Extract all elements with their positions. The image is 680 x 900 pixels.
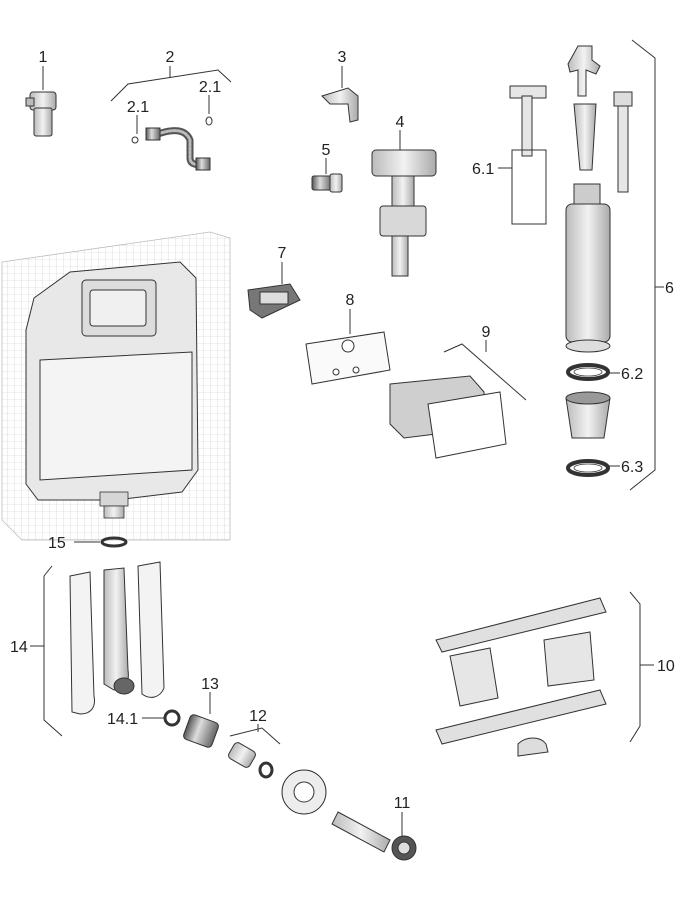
label-8: 8 bbox=[346, 292, 355, 309]
label-2: 2 bbox=[166, 49, 175, 66]
part-14-1-seal-ring bbox=[142, 709, 181, 727]
part-1-valve-connector bbox=[25, 66, 57, 137]
part-6-1-lever-frame bbox=[498, 85, 547, 225]
cistern-assembly bbox=[1, 231, 231, 541]
part-13-sleeve bbox=[183, 692, 219, 748]
label-6-3: 6.3 bbox=[621, 459, 643, 476]
part-8-mounting-plate bbox=[305, 309, 391, 385]
label-7: 7 bbox=[278, 245, 287, 262]
label-3: 3 bbox=[338, 49, 347, 66]
part-4-fill-valve bbox=[371, 130, 437, 277]
label-14-1: 14.1 bbox=[107, 711, 138, 728]
part-15-seal bbox=[74, 536, 128, 548]
part-11-nut bbox=[391, 812, 417, 861]
label-11: 11 bbox=[394, 795, 411, 812]
part-7-bracket bbox=[247, 262, 301, 319]
part-9-inspection-box bbox=[389, 340, 527, 459]
part-10-mounting-rails bbox=[435, 591, 654, 757]
label-6-2: 6.2 bbox=[621, 366, 643, 383]
label-9: 9 bbox=[482, 324, 491, 341]
part-3-fixing-clip bbox=[321, 66, 359, 123]
label-10: 10 bbox=[657, 658, 675, 675]
part-2-flexible-hose bbox=[110, 66, 232, 171]
part-6-flush-valve bbox=[565, 39, 664, 491]
label-6-1: 6.1 bbox=[472, 161, 494, 178]
label-1: 1 bbox=[39, 49, 48, 66]
label-6: 6 bbox=[665, 280, 674, 297]
part-12-pipe-connector bbox=[228, 724, 391, 853]
label-2-1-right: 2.1 bbox=[199, 79, 221, 96]
label-15: 15 bbox=[48, 535, 66, 552]
part-5-nipple bbox=[311, 158, 343, 193]
part-14-drain-bend bbox=[30, 561, 165, 737]
label-14: 14 bbox=[10, 639, 28, 656]
label-2-1-left: 2.1 bbox=[127, 99, 149, 116]
label-13: 13 bbox=[201, 676, 219, 693]
label-5: 5 bbox=[322, 142, 331, 159]
label-4: 4 bbox=[396, 114, 405, 131]
label-12: 12 bbox=[249, 708, 267, 725]
